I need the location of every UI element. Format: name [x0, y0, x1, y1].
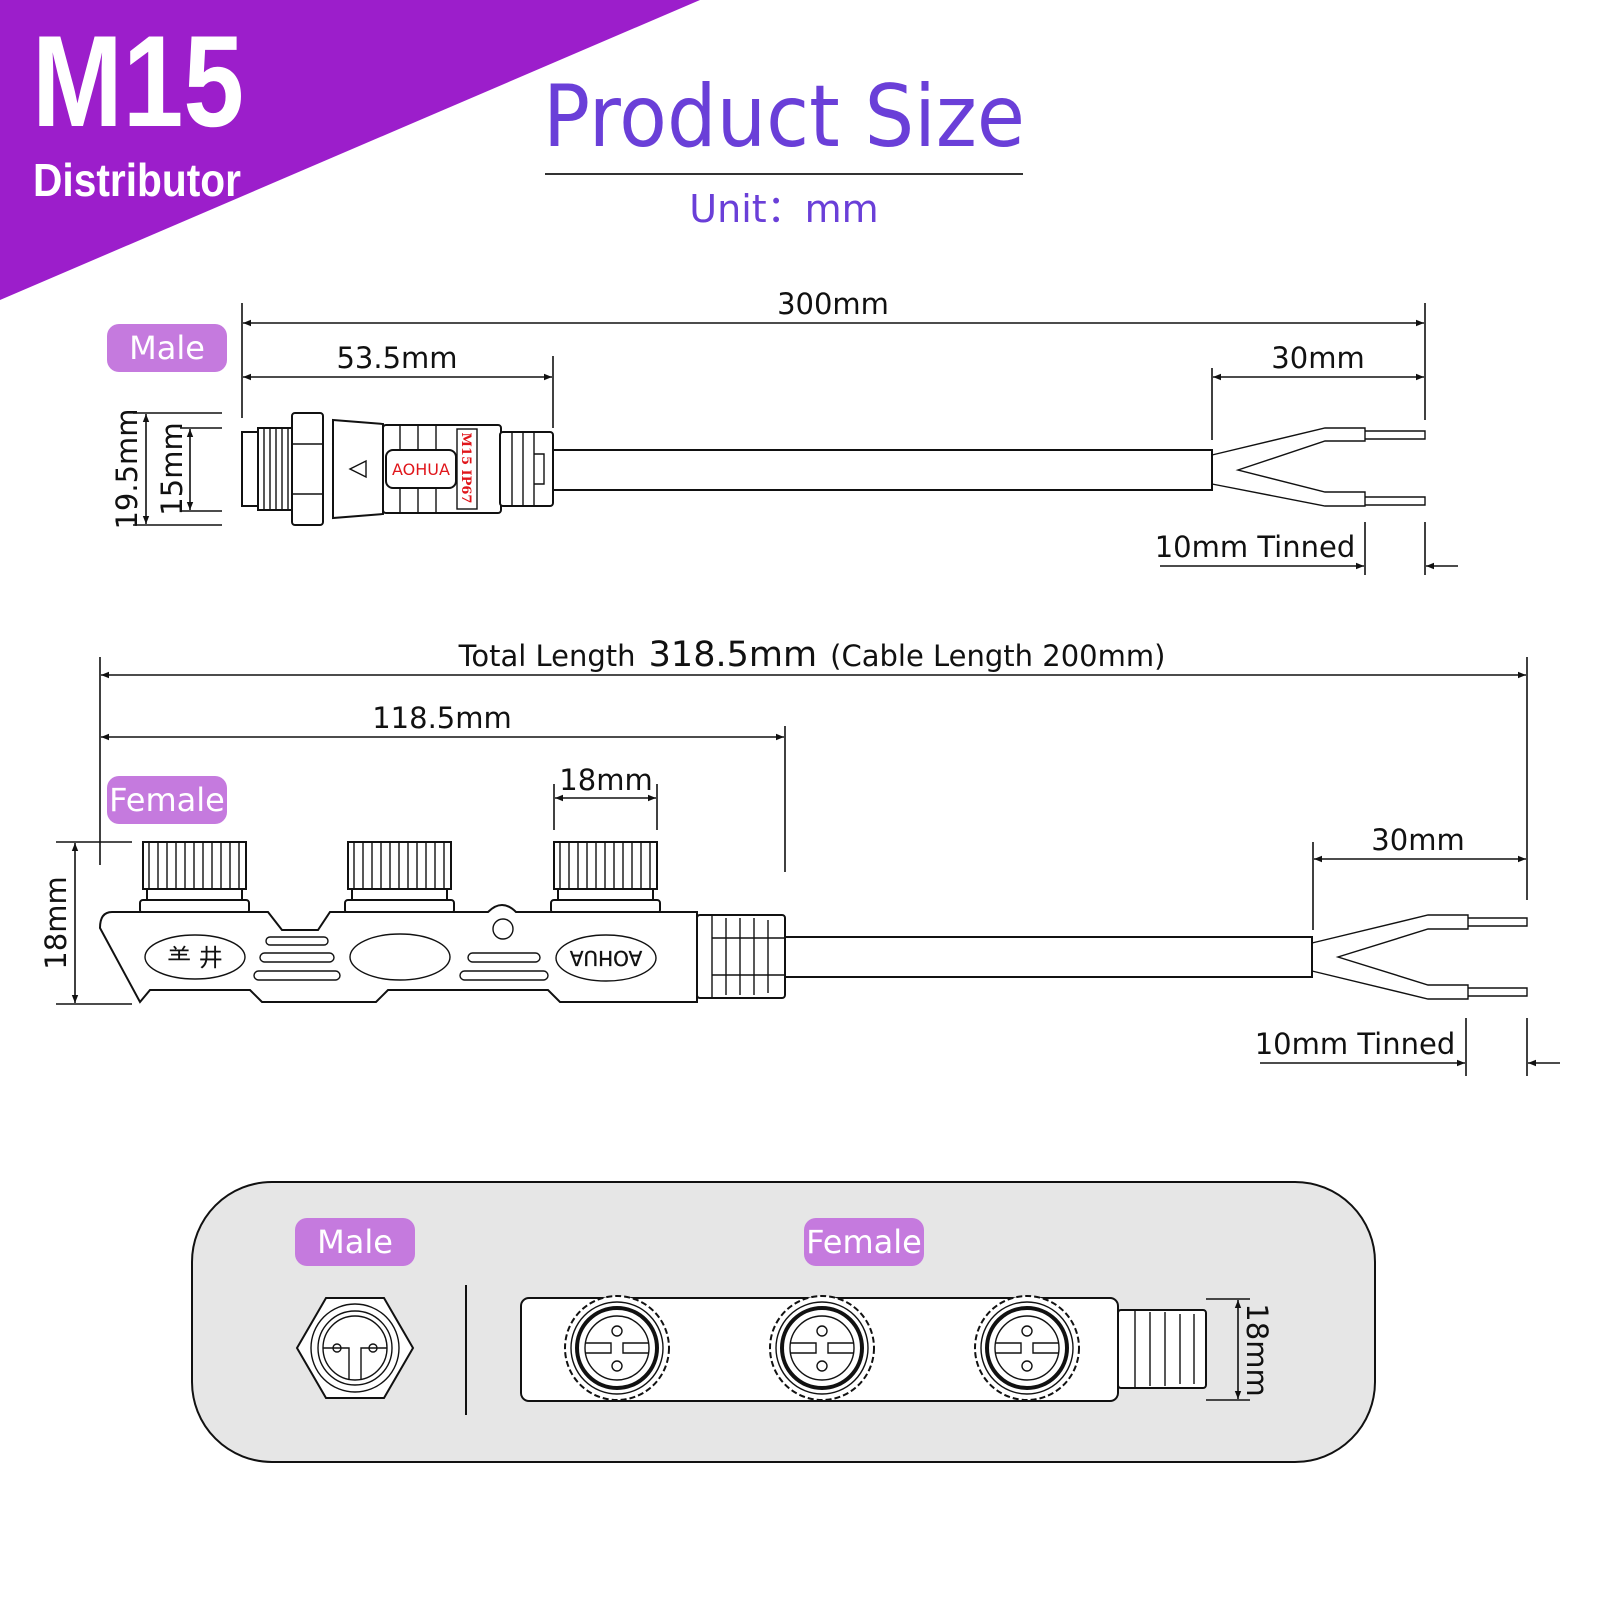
male-logo: AOHUA — [392, 460, 450, 479]
unit-label: Unit：mm — [689, 187, 878, 231]
female-logo: AOHUA — [569, 946, 642, 970]
end-view-panel: Male Female 18mm — [191, 1181, 1376, 1463]
female-height: 18mm — [39, 876, 73, 969]
cable-length-note: (Cable Length 200mm) — [830, 639, 1165, 673]
female-body-length: 118.5mm — [372, 701, 512, 735]
end-view-height: 18mm — [1240, 1303, 1274, 1396]
female-brand-mark: ⺷ 井 — [167, 944, 223, 972]
female-badge: Female — [109, 781, 225, 819]
male-tinned-length: 10mm Tinned — [1155, 530, 1356, 564]
type-label: Distributor — [33, 154, 241, 206]
female-drawing: Total Length 318.5mm (Cable Length 200mm… — [39, 635, 1560, 1076]
male-badge: Male — [129, 329, 205, 367]
end-view-female-badge: Female — [806, 1223, 922, 1261]
female-cap-width: 18mm — [559, 763, 652, 797]
page-title: Product Size — [543, 67, 1025, 167]
total-length: Total Length 318.5mm (Cable Length 200mm… — [458, 635, 1166, 675]
total-length-value: 318.5mm — [649, 635, 817, 675]
total-length-label: Total Length — [458, 639, 636, 673]
male-drawing: Male 300mm 53.5mm 30mm 19.5mm 15mm AOHUA — [107, 287, 1458, 575]
model-label: M15 — [32, 8, 244, 154]
end-view-male-badge: Male — [317, 1223, 393, 1261]
male-inner-diameter: 15mm — [155, 422, 189, 515]
male-connector-length: 53.5mm — [336, 341, 457, 375]
male-end-view — [295, 1297, 415, 1399]
male-total-length: 300mm — [777, 287, 889, 321]
female-tinned-length: 10mm Tinned — [1255, 1027, 1456, 1061]
corner-banner — [0, 0, 700, 300]
female-strip-length: 30mm — [1371, 823, 1464, 857]
female-end-view — [564, 1295, 670, 1401]
male-strip-length: 30mm — [1271, 341, 1364, 375]
male-marking: M15 IP67 — [458, 433, 473, 504]
male-outer-diameter: 19.5mm — [110, 408, 144, 529]
